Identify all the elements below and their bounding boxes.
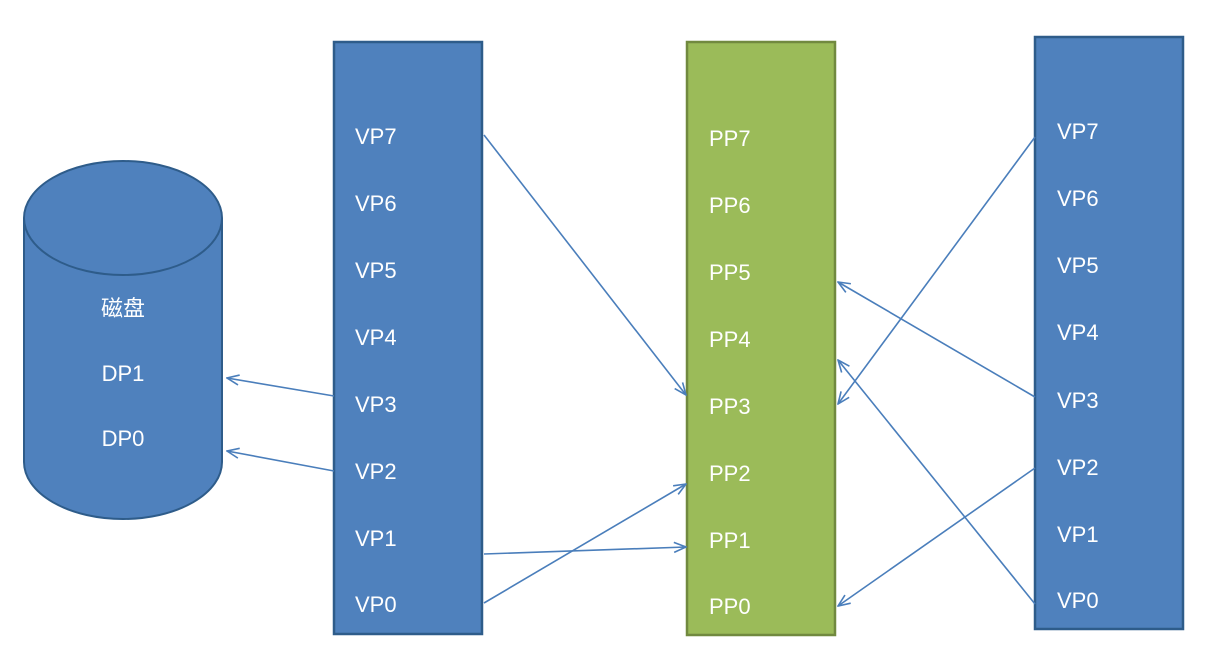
process-a-vp6: VP6 bbox=[355, 191, 397, 216]
process-a-vp4: VP4 bbox=[355, 325, 397, 350]
physical-memory-column bbox=[685, 40, 837, 637]
process-b-vp1: VP1 bbox=[1057, 522, 1099, 547]
arrow-b-vp7-to-pp3 bbox=[838, 136, 1036, 404]
disk-body bbox=[23, 218, 223, 520]
process-a-vp3: VP3 bbox=[355, 392, 397, 417]
process-b-vp7: VP7 bbox=[1057, 119, 1099, 144]
process-b-vp4: VP4 bbox=[1057, 320, 1099, 345]
process-b-column bbox=[1033, 35, 1185, 631]
physical-pp1: PP1 bbox=[709, 528, 751, 553]
physical-pp2: PP2 bbox=[709, 461, 751, 486]
process-b-vp2: VP2 bbox=[1057, 455, 1099, 480]
process-b-vp0: VP0 bbox=[1057, 588, 1099, 613]
arrow-a-vp2-to-dp0 bbox=[227, 451, 335, 472]
arrow-a-vp3-to-dp1 bbox=[227, 378, 335, 397]
disk-title: 磁盘 bbox=[101, 296, 145, 321]
arrow-a-vp7-to-pp3 bbox=[483, 134, 686, 395]
disk-page-dp1: DP1 bbox=[102, 361, 145, 386]
arrow-a-vp1-to-pp1 bbox=[483, 547, 686, 555]
physical-pp6: PP6 bbox=[709, 193, 751, 218]
process-a-vp0: VP0 bbox=[355, 592, 397, 617]
physical-pp3: PP3 bbox=[709, 394, 751, 419]
process-b-vp5: VP5 bbox=[1057, 253, 1099, 278]
physical-pp5: PP5 bbox=[709, 260, 751, 285]
process-a-vp5: VP5 bbox=[355, 258, 397, 283]
disk-top bbox=[23, 160, 223, 276]
arrow-a-vp0-to-pp2 bbox=[483, 484, 686, 604]
process-a-page-table: VP7 VP6 VP5 VP4 VP3 VP2 VP1 VP0 bbox=[332, 40, 484, 636]
arrow-b-vp2-to-pp0 bbox=[838, 467, 1036, 606]
physical-pp0: PP0 bbox=[709, 594, 751, 619]
process-a-vp2: VP2 bbox=[355, 459, 397, 484]
physical-pp4: PP4 bbox=[709, 327, 751, 352]
process-a-vp7: VP7 bbox=[355, 124, 397, 149]
arrow-b-vp3-to-pp5 bbox=[838, 282, 1036, 398]
physical-pp7: PP7 bbox=[709, 126, 751, 151]
process-a-column bbox=[332, 40, 484, 636]
process-b-vp3: VP3 bbox=[1057, 388, 1099, 413]
mapping-arrows bbox=[227, 134, 1036, 606]
process-b-page-table: VP7 VP6 VP5 VP4 VP3 VP2 VP1 VP0 bbox=[1033, 35, 1185, 631]
process-b-vp6: VP6 bbox=[1057, 186, 1099, 211]
disk: 磁盘 DP1 DP0 bbox=[23, 160, 223, 520]
disk-page-dp0: DP0 bbox=[102, 426, 145, 451]
process-a-vp1: VP1 bbox=[355, 526, 397, 551]
arrow-b-vp0-to-pp4 bbox=[838, 360, 1036, 605]
physical-memory: PP7 PP6 PP5 PP4 PP3 PP2 PP1 PP0 bbox=[685, 40, 837, 637]
